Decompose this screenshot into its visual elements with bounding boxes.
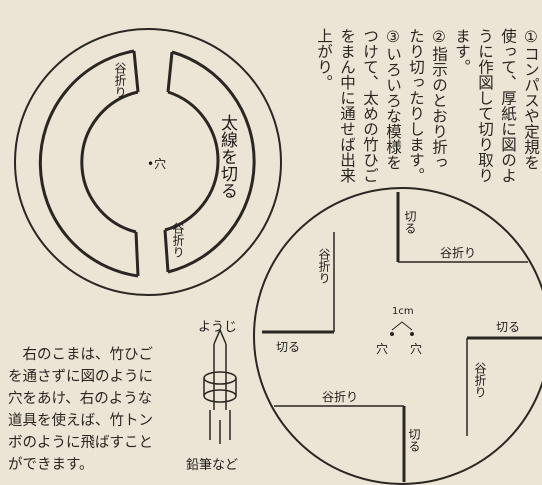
note-line1: 右のこまは、竹ひご bbox=[8, 347, 153, 363]
right-cut-label-right: 切る bbox=[496, 320, 521, 334]
left-cut-line-right-inner bbox=[164, 90, 220, 232]
note-line3: 穴をあけ、右のような bbox=[8, 391, 153, 407]
left-cut-instruction-label: 太線を切る bbox=[217, 114, 237, 199]
hole-right-dot bbox=[410, 332, 414, 336]
measure-label: 1cm bbox=[392, 306, 414, 317]
toothpick-label: ようじ bbox=[198, 320, 238, 335]
left-center-hole-label: •穴 bbox=[147, 157, 167, 171]
note-line4: 道具を使えば、竹トン bbox=[8, 413, 153, 429]
left-cut-end-right-top bbox=[166, 51, 174, 93]
note-line2: を通さずに図のように bbox=[8, 369, 153, 385]
hole-left-dot bbox=[390, 332, 394, 336]
right-cut-label-top: 切る bbox=[403, 210, 417, 234]
hole-right-label: 穴 bbox=[410, 342, 423, 356]
hole-left-label: 穴 bbox=[376, 342, 389, 356]
left-cut-end-top bbox=[132, 50, 140, 93]
instruction-step1-line4: ます。 bbox=[453, 28, 471, 75]
left-cut-end-bottom bbox=[134, 231, 140, 277]
left-cut-end-right-bottom bbox=[163, 229, 170, 273]
flying-tool-drawing bbox=[203, 328, 237, 444]
instruction-step2-line1: ②指示のとおり折っ bbox=[430, 28, 448, 170]
left-fold-label-bottom: 谷折り bbox=[171, 222, 185, 258]
instruction-step3-line2: つけて、太めの竹ひご bbox=[361, 28, 379, 183]
right-fold-label-right: 谷折り bbox=[473, 362, 487, 398]
right-cut-label-bottom: 切る bbox=[407, 428, 421, 452]
left-cut-line-right bbox=[167, 50, 256, 274]
left-cut-line-top-inner bbox=[80, 90, 139, 234]
instruction-step3-line1: ③いろいろな模様を bbox=[384, 28, 402, 170]
right-outer-circle bbox=[253, 187, 542, 485]
right-cut-label-left: 切る bbox=[276, 340, 301, 354]
instruction-step2-line2: たり切ったりします。 bbox=[407, 28, 425, 183]
instruction-step3-line4: 上がり。 bbox=[315, 28, 333, 90]
instruction-step3-line3: をまん中に通せば出来 bbox=[338, 28, 356, 183]
note-line5: ボのように飛ばすこと bbox=[8, 435, 153, 451]
instruction-step1-line2: 使って、厚紙に図のよ bbox=[499, 28, 517, 183]
right-fold-label-top: 谷折り bbox=[440, 246, 477, 260]
note-line6: ができます。 bbox=[8, 457, 94, 473]
right-fold-label-bottom: 谷折り bbox=[322, 390, 359, 404]
instruction-step1-line3: うに作図して切り取り bbox=[476, 28, 494, 183]
instruction-step1-line1: ①コンパスや定規を bbox=[522, 28, 540, 170]
right-fold-label-left: 谷折り bbox=[317, 248, 331, 284]
left-fold-label-top: 谷折り bbox=[113, 62, 127, 98]
left-outer-circle bbox=[14, 28, 282, 296]
measure-bracket bbox=[391, 321, 413, 331]
pencil-label: 鉛筆など bbox=[186, 458, 239, 473]
left-cut-line-top bbox=[38, 49, 139, 278]
